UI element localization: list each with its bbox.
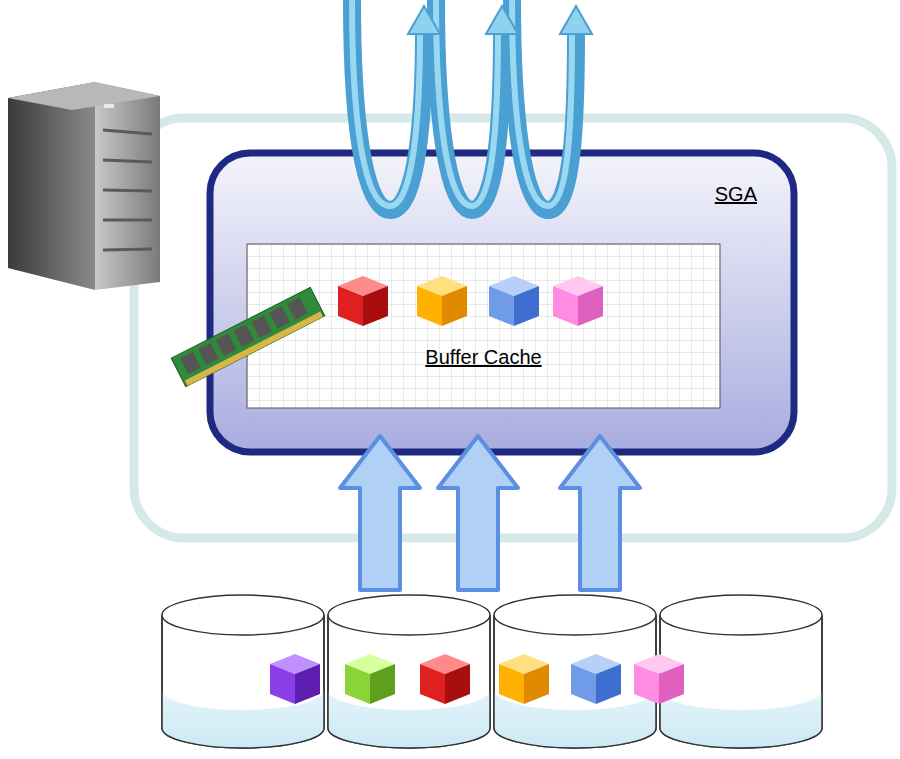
disk-cylinders [162,595,822,748]
output-arrows [352,0,592,210]
ram-stick [171,287,325,386]
sga-box: Buffer Cache SGA [207,150,797,455]
sga-box [210,153,794,452]
cache-grid [247,244,720,408]
buffer-cache-box: Buffer Cache [247,244,720,408]
box-label: Buffer Cache [425,345,541,369]
cached-blocks [338,276,603,326]
disk-blocks [270,654,684,704]
region-label: SGA [715,182,757,206]
server-icon [8,82,160,290]
host-region [134,118,892,538]
cache-ground [247,244,720,408]
read-arrows [340,436,640,590]
